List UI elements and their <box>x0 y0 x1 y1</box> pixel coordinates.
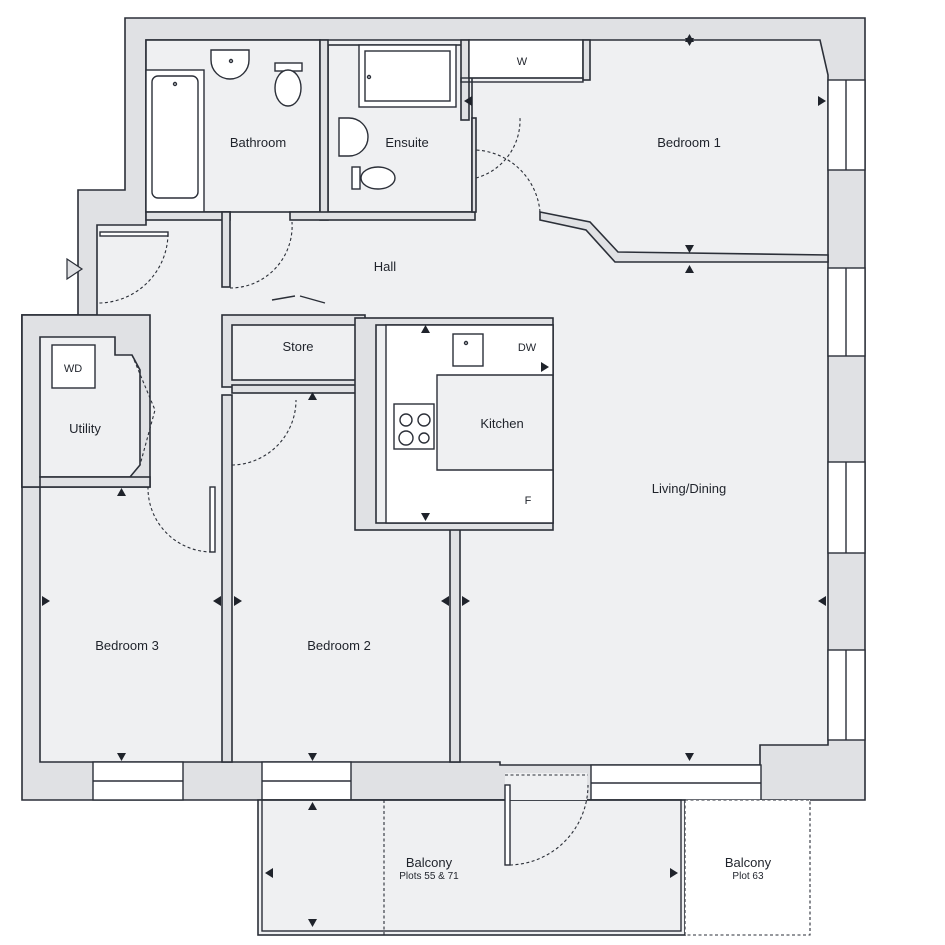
partition-wall <box>289 211 476 221</box>
sink-icon <box>452 333 484 367</box>
washer-dryer-label: WD <box>64 363 82 375</box>
room-label-utility: Utility <box>69 421 101 436</box>
balcony-note: Plot 63 <box>732 871 764 882</box>
partition-wall <box>460 39 470 121</box>
store <box>231 324 361 381</box>
partition-wall <box>539 211 829 263</box>
room-label-store: Store <box>282 339 313 354</box>
partition-wall <box>145 211 231 221</box>
basin-icon <box>338 117 369 157</box>
ensuite <box>327 44 473 213</box>
room-label-ensuite: Ensuite <box>385 135 428 150</box>
kitchen-counter <box>385 324 554 524</box>
entrance-arrow-icon <box>66 257 84 281</box>
partition-wall <box>582 39 591 81</box>
dishwasher-label: DW <box>518 342 537 354</box>
washer-dryer <box>51 344 96 389</box>
hob-icon <box>393 403 435 450</box>
balcony-note: Plots 55 & 71 <box>399 871 459 882</box>
windows-bottom <box>92 761 762 801</box>
balcony-label: Balcony <box>406 855 453 870</box>
partition-wall <box>471 117 477 213</box>
partition-wall <box>39 476 151 488</box>
room-label-bedroom1: Bedroom 1 <box>657 135 721 150</box>
balcony-label: Balcony <box>725 855 772 870</box>
room-label-hall: Hall <box>374 259 397 274</box>
partition-wall <box>449 524 461 763</box>
windows-right <box>827 79 866 741</box>
partition-wall <box>221 394 233 763</box>
bathroom <box>145 39 321 213</box>
partition-wall <box>221 211 231 288</box>
doors <box>96 117 589 866</box>
fridge-label: F <box>525 495 532 507</box>
wardrobe <box>468 39 584 79</box>
partition-wall <box>319 39 329 221</box>
toilet-icon <box>274 69 302 107</box>
room-label-bedroom2: Bedroom 2 <box>307 638 371 653</box>
wardrobe-label: W <box>517 56 528 68</box>
balcony-main <box>257 799 686 936</box>
room-label-bathroom: Bathroom <box>230 135 286 150</box>
room-label-living: Living/Dining <box>652 481 726 496</box>
balcony-plot-63 <box>684 799 811 936</box>
room-label-kitchen: Kitchen <box>480 416 523 431</box>
room-label-bedroom3: Bedroom 3 <box>95 638 159 653</box>
dimension-markers <box>42 34 826 927</box>
basin-icon <box>210 49 250 80</box>
toilet-icon <box>360 166 396 190</box>
partition-wall <box>231 384 366 394</box>
